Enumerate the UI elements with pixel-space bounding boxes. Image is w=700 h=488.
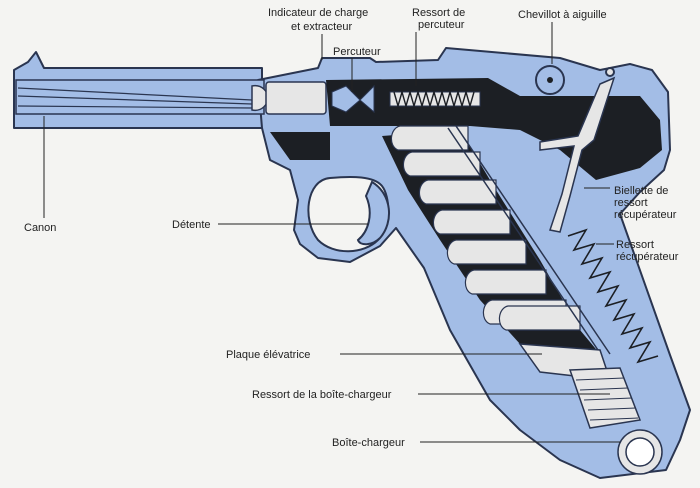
cartridge-2: [402, 151, 481, 177]
rear-toggle-pin: [605, 67, 615, 77]
recoil-spring: [567, 228, 659, 364]
cartridge-3: [418, 179, 497, 205]
label-needle-pin: Chevillot à aiguille: [518, 9, 607, 21]
cartridge-6: [464, 269, 547, 295]
label-barrel: Canon: [24, 222, 56, 234]
magazine-spring-lines: [575, 377, 639, 421]
firing-pin-assembly: [331, 84, 481, 114]
recoil-link: [539, 76, 616, 233]
magazine-spring-coil: [568, 367, 642, 429]
toggle-joint: [535, 65, 615, 95]
chambered-cartridge: [251, 81, 327, 115]
label-indicator-line2: et extracteur: [291, 21, 352, 33]
magazine-cartridges: [390, 125, 581, 331]
label-firing-spring-line2: percuteur: [418, 19, 465, 31]
magazine-bottom: [518, 343, 663, 475]
cartridge-1: [390, 125, 469, 151]
magazine-rail: [447, 125, 611, 357]
cartridge-8: [498, 305, 581, 331]
label-striker: Percuteur: [333, 46, 381, 58]
label-indicator-line1: Indicateur de charge: [268, 7, 368, 19]
label-recoil-spring-line2: récupérateur: [616, 251, 679, 263]
cartridge-5: [446, 239, 527, 265]
striker-zigzag: [331, 84, 375, 114]
label-firing-spring-line1: Ressort de: [412, 7, 465, 19]
label-recoil-link-line2: ressort: [614, 197, 648, 209]
label-trigger: Détente: [172, 219, 211, 231]
magazine-base-knob-inner: [625, 437, 655, 467]
label-magazine-spring: Ressort de la boîte-chargeur: [252, 389, 392, 401]
lower-cavity: [270, 132, 330, 160]
barrel-bore: [15, 79, 265, 115]
cartridge-4: [432, 209, 511, 235]
label-recoil-link-line3: récupérateur: [614, 209, 677, 221]
firing-pin-spring: [393, 89, 475, 109]
trigger: [356, 180, 391, 246]
label-magazine: Boîte-chargeur: [332, 437, 405, 449]
needle-pin-center: [547, 77, 553, 83]
labels: Indicateur de charge et extracteur Resso…: [24, 7, 679, 449]
rifling-line: [17, 87, 253, 109]
leader-lines: [43, 22, 620, 443]
label-recoil-spring-line1: Ressort: [616, 239, 654, 251]
label-follower: Plaque élévatrice: [226, 349, 310, 361]
label-recoil-link-line1: Biellette de: [614, 185, 668, 197]
cartridge-case: [265, 81, 327, 115]
